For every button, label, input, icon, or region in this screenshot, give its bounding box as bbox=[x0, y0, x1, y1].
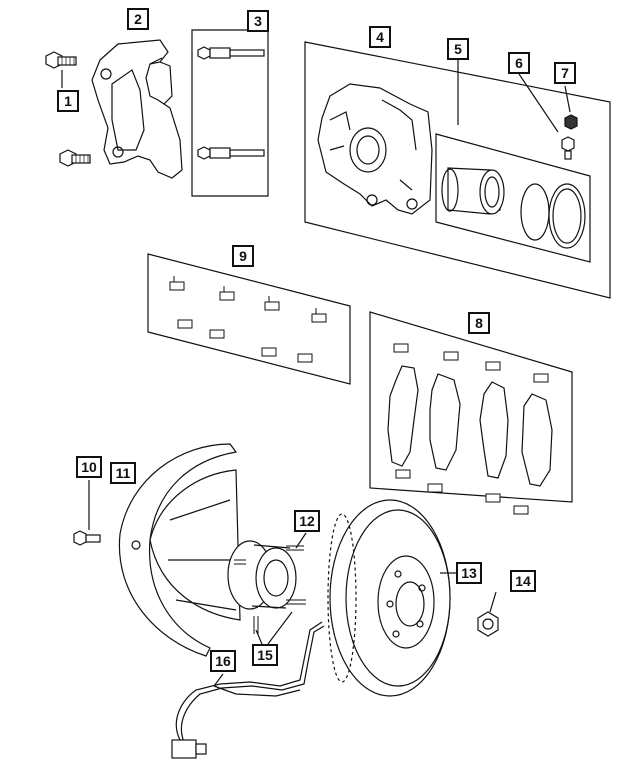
callout-8: 8 bbox=[468, 312, 490, 334]
callout-10: 10 bbox=[76, 456, 102, 478]
hub-bearing-assembly bbox=[227, 540, 297, 610]
callout-11: 11 bbox=[110, 462, 136, 484]
caliper-adapter-bracket bbox=[91, 39, 183, 179]
pad-clips-8 bbox=[393, 343, 549, 515]
splash-shield bbox=[118, 443, 241, 657]
piston-seal-inner bbox=[552, 188, 582, 244]
callout-7: 7 bbox=[554, 62, 576, 84]
leader-16 bbox=[213, 673, 224, 687]
callout-9: 9 bbox=[232, 245, 254, 267]
guide-pin-upper bbox=[197, 46, 265, 60]
brake-rotor bbox=[327, 499, 451, 697]
piston-seal-outer bbox=[548, 183, 586, 249]
wheel-studs bbox=[234, 545, 306, 634]
kit-panel-9 bbox=[147, 253, 351, 385]
kit-panel-4 bbox=[304, 41, 611, 299]
splash-shield-bolt bbox=[73, 530, 101, 546]
bleeder-screw bbox=[561, 136, 575, 160]
caliper-bolt-upper bbox=[45, 51, 77, 69]
guide-pin-lower bbox=[197, 146, 265, 160]
callout-5: 5 bbox=[447, 38, 469, 60]
callout-13: 13 bbox=[456, 562, 482, 584]
callout-12: 12 bbox=[294, 510, 320, 532]
callout-2: 2 bbox=[127, 8, 149, 30]
leader-14 bbox=[489, 591, 497, 613]
kit-panel-5 bbox=[435, 133, 591, 263]
callout-16: 16 bbox=[210, 650, 236, 672]
callout-3: 3 bbox=[247, 10, 269, 32]
wheel-speed-sensor bbox=[171, 621, 325, 759]
callout-15: 15 bbox=[252, 644, 278, 666]
brake-caliper bbox=[317, 83, 433, 215]
bleeder-cap bbox=[564, 114, 578, 130]
leader-7 bbox=[564, 85, 571, 113]
caliper-piston bbox=[441, 167, 505, 215]
leader-12 bbox=[295, 532, 307, 549]
callout-1: 1 bbox=[57, 90, 79, 112]
leader-6 bbox=[518, 73, 559, 133]
piston-dust-seal bbox=[520, 183, 550, 241]
leader-15b bbox=[267, 611, 293, 645]
callout-6: 6 bbox=[508, 52, 530, 74]
pad-clips-9 bbox=[169, 276, 327, 363]
callout-14: 14 bbox=[510, 570, 536, 592]
callout-4: 4 bbox=[369, 26, 391, 48]
kit-panel-8 bbox=[369, 311, 573, 503]
caliper-bolt-lower bbox=[59, 149, 91, 167]
brake-pads bbox=[387, 365, 553, 487]
hub-nut bbox=[477, 611, 499, 637]
kit-panel-3 bbox=[191, 29, 269, 197]
leader-15a bbox=[255, 629, 263, 645]
